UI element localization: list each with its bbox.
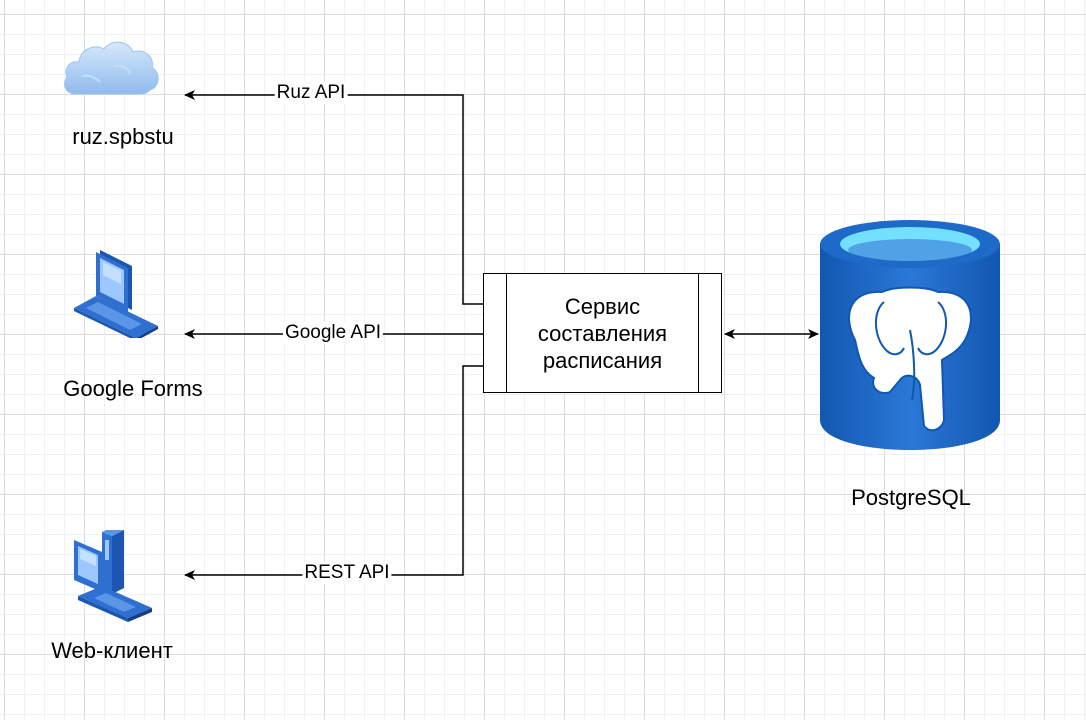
node-label-ruz: ruz.spbstu bbox=[72, 124, 174, 149]
node-label-google-forms: Google Forms bbox=[63, 376, 203, 401]
edge-label-google-api: Google API bbox=[282, 322, 384, 344]
edge-label-rest-api: REST API bbox=[302, 562, 392, 584]
edge-rest-api bbox=[184, 365, 483, 580]
service-box-left-border bbox=[484, 274, 507, 392]
schedule-service-box: Сервис составления расписания bbox=[483, 273, 722, 393]
cloud-icon bbox=[64, 41, 159, 95]
edge-ruz-api bbox=[184, 90, 483, 305]
schedule-service-label: Сервис составления расписания bbox=[537, 293, 668, 373]
postgresql-database-icon bbox=[820, 220, 1000, 450]
service-box-right-border bbox=[698, 274, 721, 392]
node-label-web-client: Web-клиент bbox=[51, 638, 173, 663]
edge-label-ruz-api: Ruz API bbox=[274, 82, 348, 104]
desktop-computer-icon bbox=[74, 530, 152, 622]
laptop-icon bbox=[74, 250, 158, 338]
node-label-postgresql: PostgreSQL bbox=[851, 485, 971, 510]
